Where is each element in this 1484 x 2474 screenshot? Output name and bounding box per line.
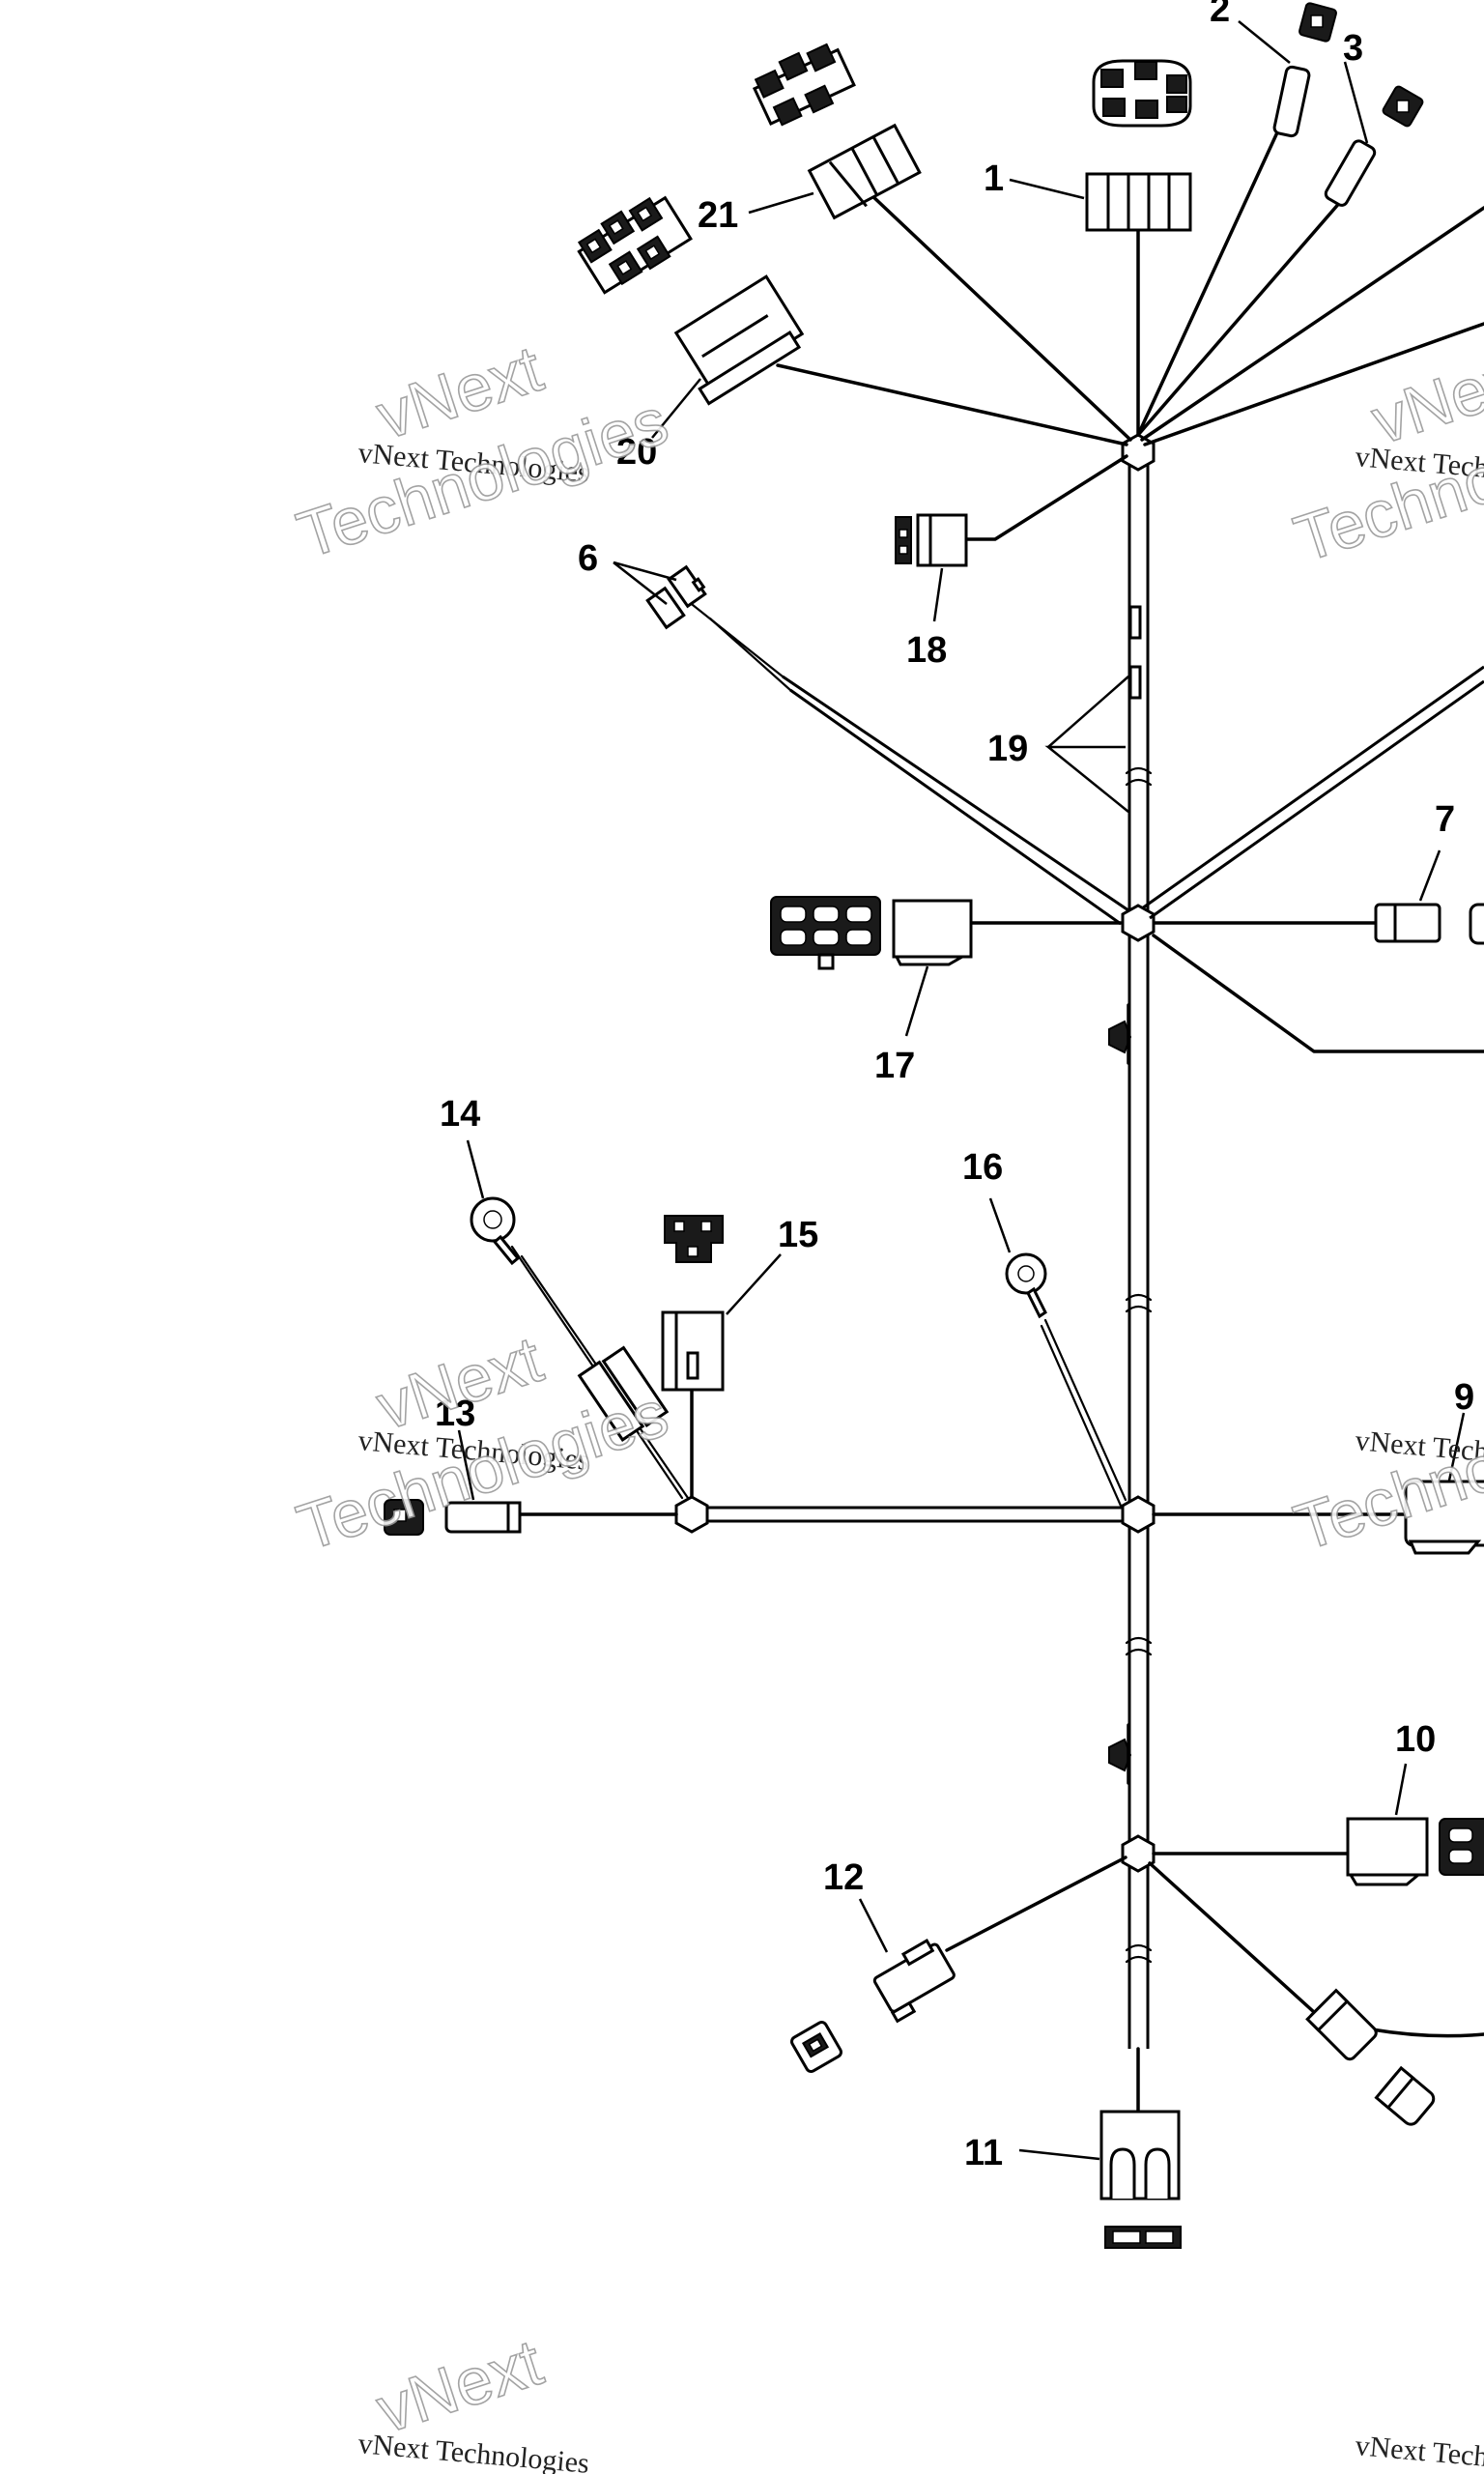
callout-19: 19 bbox=[987, 729, 1028, 769]
connector-20 bbox=[577, 195, 805, 406]
junction-node-lower bbox=[1121, 1834, 1156, 1873]
callout-1: 1 bbox=[984, 158, 1004, 199]
branch-wires bbox=[510, 93, 1484, 2038]
callout-numbers: 1 2 3 21 20 6 18 19 7 17 14 16 15 13 9 1… bbox=[435, 0, 1474, 2173]
connector-15 bbox=[661, 1215, 725, 1392]
callout-18: 18 bbox=[906, 630, 947, 671]
connector-3 bbox=[1324, 85, 1424, 207]
connector-9 bbox=[1404, 1480, 1484, 1555]
callout-12: 12 bbox=[823, 1857, 864, 1898]
watermarks: vNext Technologies vNext Technologies vN… bbox=[288, 331, 1484, 2474]
callout-3: 3 bbox=[1343, 28, 1363, 69]
junction-node-top bbox=[1121, 433, 1156, 472]
svg-text:vNext: vNext bbox=[1363, 336, 1484, 458]
callout-21: 21 bbox=[698, 195, 738, 236]
callout-10: 10 bbox=[1395, 1719, 1436, 1760]
svg-text:vNext: vNext bbox=[368, 2325, 551, 2447]
junction-node-left bbox=[674, 1495, 709, 1534]
callout-20: 20 bbox=[616, 432, 657, 473]
callout-2: 2 bbox=[1210, 0, 1230, 30]
junction-node-middle bbox=[1121, 1495, 1156, 1534]
ring-terminal-16 bbox=[1005, 1252, 1047, 1319]
ring-terminal-14 bbox=[470, 1196, 670, 1442]
leader-lines bbox=[457, 20, 1466, 2161]
connector-7 bbox=[1374, 903, 1484, 945]
connector-18 bbox=[895, 513, 968, 567]
connector-17 bbox=[770, 896, 973, 970]
connector-12 bbox=[790, 1938, 956, 2073]
connector-10 bbox=[1346, 1817, 1484, 1886]
callout-16: 16 bbox=[962, 1147, 1003, 1188]
main-trunk bbox=[1108, 452, 1153, 2114]
connector-21 bbox=[752, 43, 922, 220]
connector-1 bbox=[1085, 59, 1192, 232]
connector-2 bbox=[1272, 2, 1337, 138]
callout-6: 6 bbox=[578, 538, 598, 579]
callout-17: 17 bbox=[874, 1046, 915, 1086]
callout-15: 15 bbox=[778, 1215, 818, 1255]
connector-6 bbox=[645, 564, 707, 630]
svg-text:vNext Technologies: vNext Technologies bbox=[1354, 2430, 1484, 2474]
callout-9: 9 bbox=[1454, 1377, 1474, 1418]
connector-lower-right bbox=[1305, 1988, 1436, 2126]
callout-13: 13 bbox=[435, 1394, 475, 1434]
junction-nodes bbox=[674, 433, 1156, 1873]
callout-7: 7 bbox=[1435, 799, 1455, 840]
connector-13 bbox=[384, 1499, 522, 1536]
connector-11 bbox=[1099, 2110, 1182, 2249]
callout-11: 11 bbox=[964, 2133, 1003, 2173]
callout-14: 14 bbox=[440, 1094, 480, 1135]
